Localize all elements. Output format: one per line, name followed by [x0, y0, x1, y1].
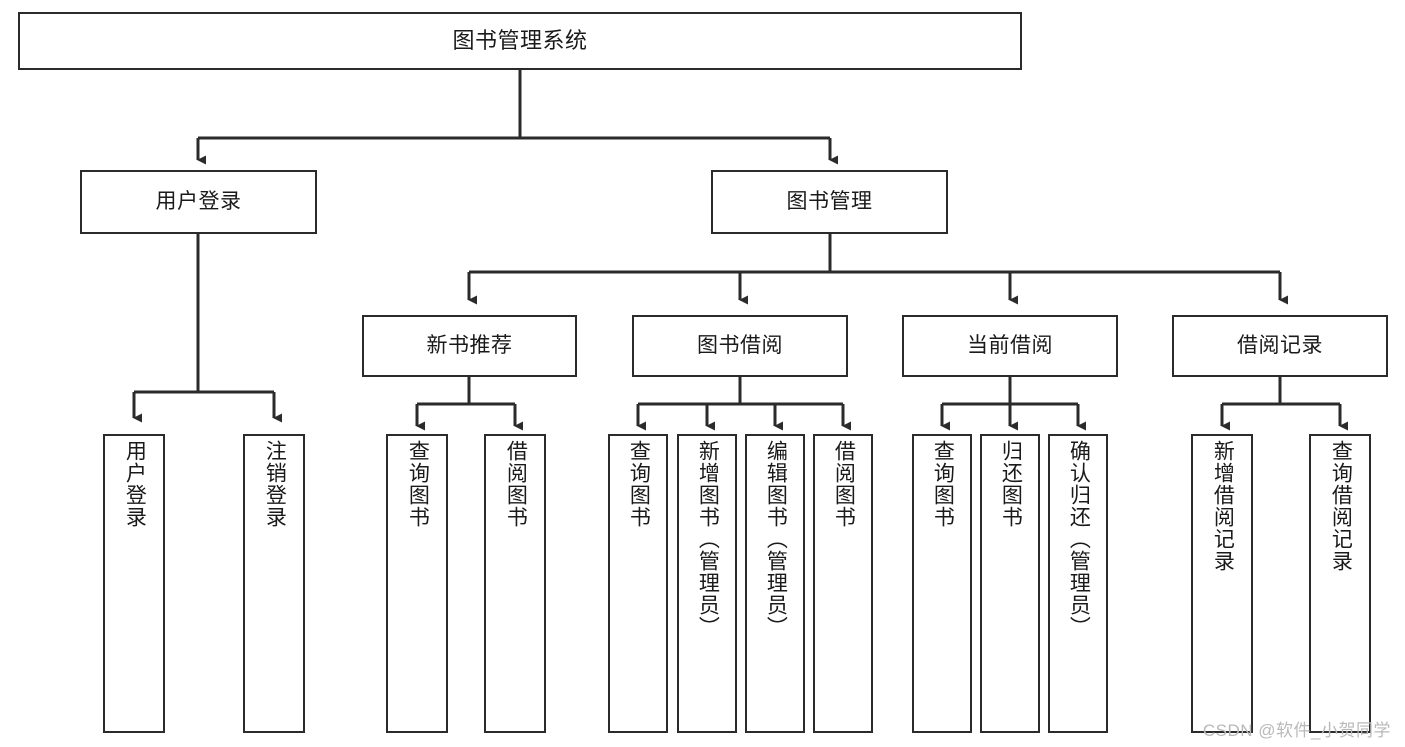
node-label: 查询借阅记录 — [1329, 440, 1353, 572]
node-root-system[interactable]: 图书管理系统 — [18, 12, 1022, 70]
leaf-borrow-add-book-admin[interactable]: 新增图书（管理员） — [677, 434, 737, 733]
leaf-user-login[interactable]: 用户登录 — [103, 434, 165, 733]
node-current-borrow[interactable]: 当前借阅 — [902, 315, 1118, 377]
node-label: 注销登录 — [263, 440, 287, 528]
node-label: 图书管理 — [786, 190, 873, 214]
node-label: 用户登录 — [123, 440, 147, 528]
leaf-current-return-books[interactable]: 归还图书 — [980, 434, 1040, 733]
leaf-record-add-borrow-record[interactable]: 新增借阅记录 — [1191, 434, 1253, 733]
node-new-book-recommend[interactable]: 新书推荐 — [362, 315, 577, 377]
node-label: 图书借阅 — [697, 334, 783, 358]
node-label: 图书管理系统 — [452, 27, 588, 53]
leaf-borrow-query-books[interactable]: 查询图书 — [608, 434, 668, 733]
node-label: 归还图书 — [999, 440, 1023, 528]
leaf-new-book-borrow-books[interactable]: 借阅图书 — [484, 434, 546, 733]
node-label: 借阅图书 — [832, 440, 856, 528]
node-label: 新增图书（管理员） — [696, 440, 720, 638]
node-label: 借阅图书 — [504, 440, 528, 528]
node-label: 编辑图书（管理员） — [764, 440, 788, 638]
leaf-user-logout[interactable]: 注销登录 — [243, 434, 305, 733]
node-label: 新书推荐 — [426, 334, 513, 358]
node-label: 查询图书 — [627, 440, 651, 528]
node-label: 借阅记录 — [1237, 334, 1323, 358]
leaf-new-book-query-books[interactable]: 查询图书 — [386, 434, 448, 733]
node-label: 当前借阅 — [967, 334, 1053, 358]
leaf-current-query-books[interactable]: 查询图书 — [912, 434, 972, 733]
node-book-management[interactable]: 图书管理 — [711, 170, 948, 234]
node-label: 用户登录 — [155, 190, 242, 214]
node-label: 查询图书 — [406, 440, 430, 528]
node-book-borrow[interactable]: 图书借阅 — [632, 315, 848, 377]
csdn-watermark: CSDN @软件_小贺同学 — [1202, 721, 1391, 740]
leaf-borrow-borrow-books[interactable]: 借阅图书 — [813, 434, 873, 733]
node-user-login[interactable]: 用户登录 — [80, 170, 317, 234]
leaf-borrow-edit-book-admin[interactable]: 编辑图书（管理员） — [745, 434, 805, 733]
leaf-current-confirm-return-admin[interactable]: 确认归还（管理员） — [1048, 434, 1108, 733]
node-label: 确认归还（管理员） — [1067, 440, 1091, 638]
node-label: 查询图书 — [931, 440, 955, 528]
node-label: 新增借阅记录 — [1211, 440, 1235, 572]
leaf-record-query-borrow-record[interactable]: 查询借阅记录 — [1309, 434, 1371, 733]
node-borrow-record[interactable]: 借阅记录 — [1172, 315, 1388, 377]
